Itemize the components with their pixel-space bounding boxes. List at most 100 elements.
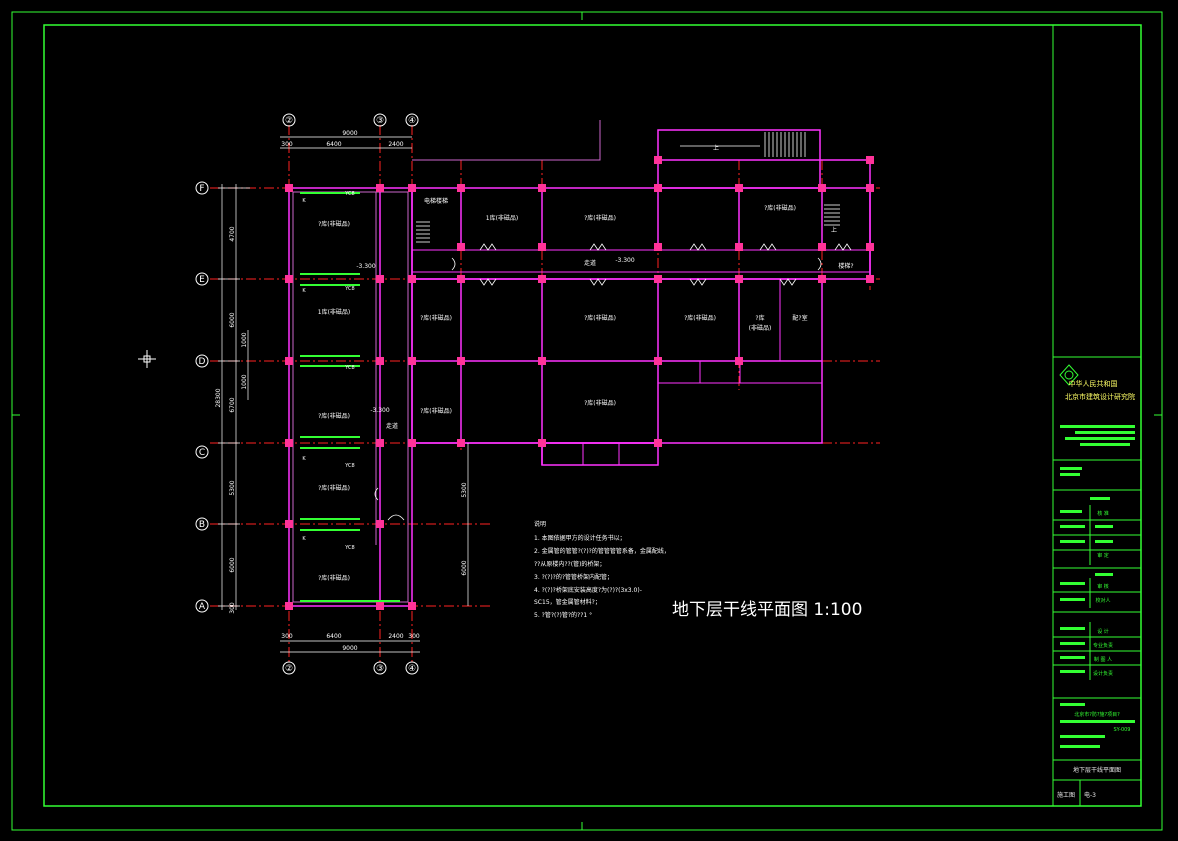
- room-label: ?库(非磁品): [584, 314, 616, 322]
- dim-left-5: 6000: [229, 557, 236, 572]
- dimension-lines: [218, 136, 469, 653]
- room-label: ?库(非磁品): [684, 314, 716, 322]
- corridor-label: 走道: [584, 259, 596, 267]
- level-mark: -3.300: [615, 257, 635, 264]
- note-line: 5. ?管?(?)管?的??1 °: [534, 611, 592, 619]
- room-label: ?库(非磁品): [584, 399, 616, 407]
- dim-left-2: 6000: [229, 312, 236, 327]
- tray-tag: YC8: [344, 191, 354, 197]
- title-block-bars: [1060, 425, 1135, 748]
- org-name-2: 北京市建筑设计研究院: [1065, 392, 1135, 401]
- grid-label-top-2: ②: [285, 116, 293, 126]
- tb-row-label: 核 准: [1097, 510, 1109, 517]
- level-mark: -3.300: [370, 407, 390, 414]
- door-swings: [374, 243, 852, 521]
- grid-bubbles-top: [195, 113, 419, 675]
- org-name-1: 中华人民共和国: [1069, 379, 1118, 388]
- dim-left-3: 6700: [229, 397, 236, 412]
- room-label: ?库(非磁品): [318, 484, 350, 492]
- room-label: 1库(非磁品): [486, 214, 519, 222]
- title-block: [1052, 25, 1141, 806]
- dim-left-inner1: 1000: [241, 332, 248, 347]
- dim-top-right: 2400: [388, 141, 403, 148]
- tb-row-label: 设计负责: [1093, 670, 1113, 677]
- tb-row-label: 校对人: [1095, 597, 1110, 604]
- dim-top-overall: 9000: [342, 130, 357, 137]
- tray-tag: K: [302, 198, 306, 204]
- sheet-label: 电-3: [1084, 791, 1096, 799]
- tray-tag: YC8: [344, 365, 354, 371]
- dim-bottom-mid: 6400: [326, 633, 341, 640]
- structural-columns: [285, 156, 874, 610]
- dim-bottom-right: 2400: [388, 633, 403, 640]
- elevator-label: 电梯楼梯: [424, 197, 448, 205]
- sheet-title: 地下层干线平面图: [1073, 766, 1121, 774]
- grid-label-top-3: ③: [376, 116, 384, 126]
- grid-label-bottom-4: ④: [408, 664, 416, 674]
- grid-label-a: A: [199, 602, 206, 612]
- stage-label: 施工图: [1057, 791, 1075, 799]
- dim-left-overall: 28300: [215, 388, 222, 407]
- room-label: ?库(非磁品): [420, 314, 452, 322]
- dim-bottom-overall: 9000: [342, 645, 357, 652]
- dim-right-2: 6000: [461, 560, 468, 575]
- grid-label-bottom-2: ②: [285, 664, 293, 674]
- tb-row-label: 审 定: [1097, 552, 1109, 559]
- tray-tag: K: [302, 536, 306, 542]
- note-line: 2. 金属管的管管?(?)?的管管管管系备，金属配线，: [534, 547, 670, 555]
- drawing-title: 地下层干线平面图 1:100: [672, 600, 863, 620]
- room-label: ?库(非磁品): [764, 204, 796, 212]
- room-label: ?库(非磁品): [584, 214, 616, 222]
- notes-title: 说明: [534, 520, 546, 528]
- room-label: ?库(非磁品): [318, 220, 350, 228]
- tb-row-label: 设 计: [1097, 628, 1109, 635]
- dim-bottom-right-edge: 300: [408, 633, 420, 640]
- tb-row-label: 审 核: [1097, 583, 1109, 590]
- dim-bottom-left: 300: [281, 633, 293, 640]
- room-label: ?库: [755, 314, 764, 322]
- grid-label-top-4: ④: [408, 116, 416, 126]
- room-label: ?库(非磁品): [420, 407, 452, 415]
- dim-left-6: 300: [229, 602, 236, 614]
- tray-tag: YC8: [344, 545, 354, 551]
- note-line: 4. ?(?)?桥架底安装高度?为(?)?(3x3.0)-: [534, 586, 642, 594]
- cable-tray-marks: [300, 192, 400, 602]
- room-label: 配?室: [792, 314, 807, 322]
- grid-label-bottom-3: ③: [376, 664, 384, 674]
- small-corridor-label: 走道: [386, 422, 398, 430]
- dim-top-mid: 6400: [326, 141, 341, 148]
- tb-row-label: 制 图 人: [1094, 656, 1112, 663]
- grid-label-f: F: [199, 184, 204, 194]
- grid-label-e: E: [199, 275, 205, 285]
- grid-label-b: B: [199, 520, 205, 530]
- stair-hatch: [416, 132, 840, 243]
- drawing-frame: [11, 11, 1163, 831]
- sheet-number: SY-009: [1114, 727, 1131, 733]
- tray-tag: YC8: [344, 286, 354, 292]
- note-line: 1. 本图依据甲方的设计任务书以；: [534, 534, 626, 542]
- cursor-crosshair-icon: [138, 350, 156, 368]
- grid-label-d: D: [199, 357, 206, 367]
- tb-row-label: 专业负责: [1093, 642, 1113, 649]
- note-line: ??从原楼内??(管)的桥架；: [534, 560, 605, 568]
- room-label: ?库(非磁品): [318, 574, 350, 582]
- room-label: 1库(非磁品): [318, 308, 351, 316]
- project-name: 北京市?防?施?项目?: [1074, 711, 1120, 718]
- room-label: (非磁品): [749, 324, 772, 332]
- up-arrow-label: 上: [831, 226, 837, 234]
- stair-label: 楼梯?: [838, 262, 853, 270]
- grid-label-c: C: [199, 448, 205, 458]
- room-label: ?库(非磁品): [318, 412, 350, 420]
- tray-tag: K: [302, 456, 306, 462]
- note-line: 3. ?(?)?的?管管桥架内配管；: [534, 573, 613, 581]
- dim-right-1: 5300: [461, 482, 468, 497]
- note-line: SC15，管金属管材料?；: [534, 598, 601, 606]
- dim-left-1: 4700: [229, 226, 236, 241]
- tray-tag: K: [302, 288, 306, 294]
- level-mark: -3.300: [356, 263, 376, 270]
- tray-tag: YC8: [344, 463, 354, 469]
- up-arrow-label: 上: [713, 144, 719, 152]
- dim-left-inner2: 1000: [241, 374, 248, 389]
- dim-left-4: 5300: [229, 480, 236, 495]
